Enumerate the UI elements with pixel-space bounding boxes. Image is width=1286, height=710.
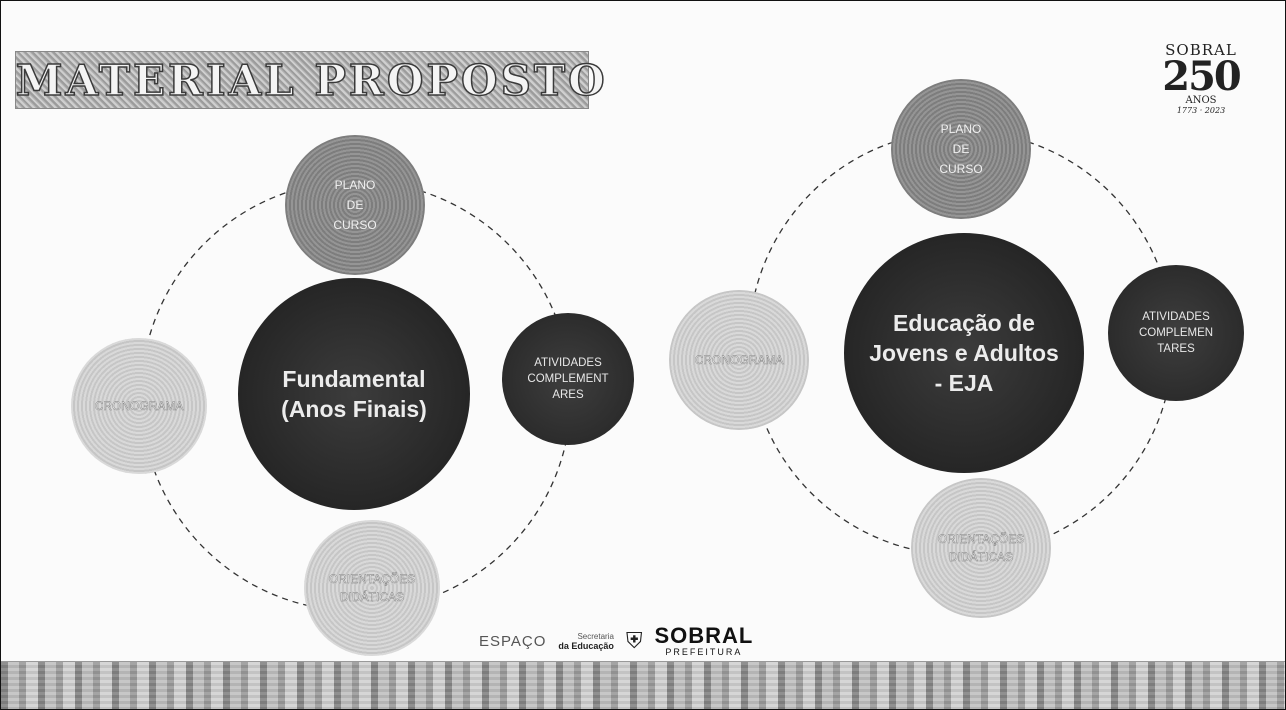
right-atividades-label: ATIVIDADES COMPLEMEN TARES xyxy=(1138,311,1214,355)
logo-years: 1773 · 2023 xyxy=(1176,106,1226,115)
left-cronograma-label: CRONOGRAMA xyxy=(94,399,184,413)
sobral-wordmark: SOBRAL xyxy=(654,623,754,648)
left-orientacoes-circle: ORIENTAÇÕES DIDÁTICAS xyxy=(304,520,440,656)
left-center-label: Fundamental (Anos Finais) xyxy=(281,366,427,422)
right-orientacoes-circle: ORIENTAÇÕES DIDÁTICAS xyxy=(911,478,1051,618)
logo-city: SOBRAL xyxy=(1165,41,1237,59)
right-center-label: Educação de Jovens e Adultos - EJA xyxy=(869,310,1059,396)
sobral-prefeitura-logo: SOBRAL PREFEITURA xyxy=(654,623,754,658)
sobral-250-logo: SOBRAL 250 ANOS 1773 · 2023 xyxy=(1151,41,1251,126)
slide-title: MATERIAL PROPOSTO xyxy=(15,55,608,106)
city-emblem-icon: ⛨ xyxy=(625,628,643,653)
logo-number: 250 xyxy=(1162,53,1242,100)
logo-anos: ANOS xyxy=(1185,95,1217,106)
footer-logos: ESPAÇO Secretaria da Educação ⛨ SOBRAL P… xyxy=(479,617,839,665)
right-center-circle: Educação de Jovens e Adultos - EJA xyxy=(844,233,1084,473)
decorative-bottom-strip xyxy=(1,661,1285,709)
secretaria-small: Secretaria xyxy=(577,631,614,641)
right-atividades-circle: ATIVIDADES COMPLEMEN TARES xyxy=(1108,265,1244,401)
prefeitura-wordmark: PREFEITURA xyxy=(665,647,743,657)
right-plano-circle: PLANO DE CURSO xyxy=(891,79,1031,219)
secretaria-logo: Secretaria da Educação xyxy=(558,632,614,651)
right-plano-label: PLANO DE CURSO xyxy=(939,122,983,176)
left-atividades-label: ATIVIDADES COMPLEMENT ARES xyxy=(527,357,609,401)
right-cronograma-label: CRONOGRAMA xyxy=(694,353,784,367)
left-center-circle: Fundamental (Anos Finais) xyxy=(238,278,470,510)
left-plano-circle: PLANO DE CURSO xyxy=(285,135,425,275)
right-orientacoes-label: ORIENTAÇÕES DIDÁTICAS xyxy=(937,532,1025,564)
left-cronograma-circle: CRONOGRAMA xyxy=(71,338,207,474)
left-plano-label: PLANO DE CURSO xyxy=(333,178,377,232)
espaco-logo: ESPAÇO xyxy=(479,632,547,650)
left-orientacoes-label: ORIENTAÇÕES DIDÁTICAS xyxy=(328,572,416,604)
right-cronograma-circle: CRONOGRAMA xyxy=(669,290,809,430)
title-banner: MATERIAL PROPOSTO xyxy=(15,51,608,109)
left-atividades-circle: ATIVIDADES COMPLEMENT ARES xyxy=(502,313,634,445)
secretaria-main: da Educação xyxy=(558,640,614,651)
